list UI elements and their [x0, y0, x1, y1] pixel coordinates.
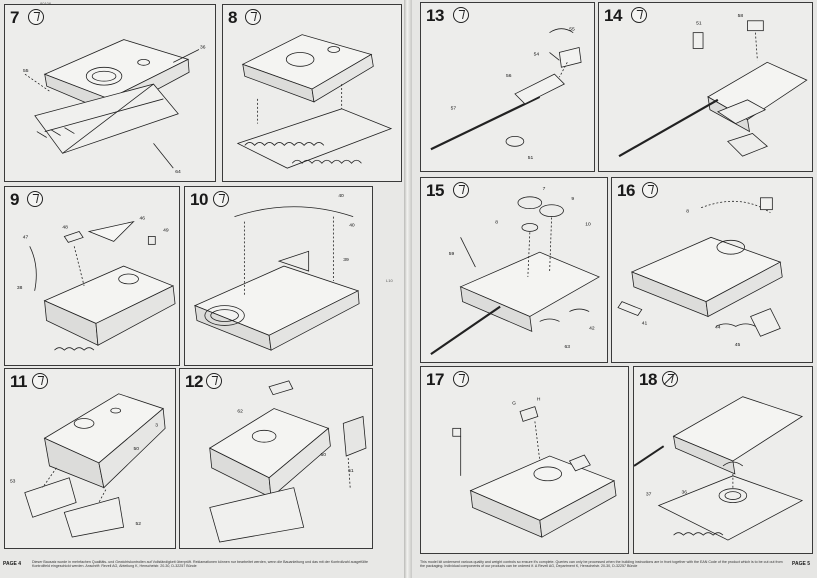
- glue-icon: [453, 7, 469, 23]
- part-label: H: [537, 397, 541, 403]
- part-label: 9: [571, 196, 574, 202]
- top-code: 80106: [40, 1, 51, 6]
- step-number: 14: [604, 6, 622, 25]
- step-number: 9: [10, 190, 19, 209]
- part-label: 58: [738, 13, 744, 19]
- page-number-left: PAGE 4: [3, 561, 21, 567]
- glue-icon: [28, 9, 44, 25]
- step-14-panel: 14 51 58: [598, 2, 813, 172]
- step-16-diagram: 8 41 44 45: [617, 197, 783, 348]
- step-8-panel: 8: [222, 4, 402, 182]
- step-17-diagram: G H: [452, 397, 617, 538]
- step-number: 13: [426, 6, 444, 25]
- footer-text-left: Dieser Bausatz wurde in mehrfachen Quali…: [32, 560, 369, 569]
- part-label: 7: [543, 186, 546, 192]
- part-label: 64: [175, 169, 181, 175]
- glue-icon: [642, 182, 658, 198]
- step-number: 11: [10, 372, 27, 391]
- step-9-panel: 9 47 48 46 49 38: [4, 186, 180, 366]
- part-label: 56: [506, 73, 512, 79]
- page-number-right: PAGE 5: [792, 561, 810, 567]
- part-label: 39: [343, 257, 349, 263]
- part-label: 59: [449, 251, 455, 257]
- step-13-panel: 13 55 54 56 57 51: [420, 2, 595, 172]
- side-code: L10: [386, 278, 393, 283]
- part-label: 36: [200, 45, 206, 51]
- part-label: 45: [735, 342, 741, 348]
- part-label: 54: [534, 51, 540, 57]
- part-label: 52: [135, 521, 141, 527]
- glue-icon: [453, 371, 469, 387]
- part-label: 44: [715, 324, 721, 330]
- part-label: 50: [133, 446, 139, 452]
- footer-text-right: This model kit underwent various quality…: [420, 560, 783, 569]
- part-label: 46: [139, 216, 145, 222]
- step-number: 18: [639, 370, 657, 389]
- step-number: 17: [426, 370, 444, 389]
- part-label: 57: [451, 106, 457, 112]
- part-label: 42: [589, 325, 595, 331]
- part-label: 55: [569, 27, 575, 33]
- part-label: 38: [17, 285, 23, 291]
- step-number: 12: [185, 372, 203, 391]
- step-number: 10: [190, 190, 208, 209]
- part-label: 48: [62, 225, 68, 231]
- part-label: 55: [23, 68, 29, 74]
- glue-icon: [631, 7, 647, 23]
- step-13-diagram: 55 54 56 57 51: [430, 27, 582, 161]
- part-label: 10: [585, 221, 591, 227]
- page-fold: [404, 0, 412, 578]
- part-label: 37: [646, 492, 652, 498]
- step-11-panel: 11 3 50 53 52: [4, 368, 176, 549]
- glue-icon: [206, 373, 222, 389]
- step-14-diagram: 51 58: [618, 13, 808, 158]
- step-12-panel: 12 62 60 61: [179, 368, 373, 549]
- step-15-panel: 15 7 9 8 10 59 42 63: [420, 177, 608, 363]
- step-18-panel: 18 37 36: [633, 366, 813, 554]
- glue-icon: [453, 182, 469, 198]
- step-number: 16: [617, 181, 635, 200]
- step-number: 15: [426, 181, 444, 200]
- part-label: 3: [155, 422, 158, 428]
- part-label: 41: [642, 320, 648, 326]
- step-number: 8: [228, 8, 237, 27]
- part-label: 63: [564, 344, 570, 350]
- no-glue-icon: [662, 371, 678, 387]
- step-7-panel: 7 36 55 64: [4, 4, 216, 182]
- part-label: 8: [686, 209, 689, 215]
- part-label: 36: [681, 490, 687, 496]
- glue-icon: [27, 191, 43, 207]
- part-label: 8: [495, 220, 498, 226]
- glue-icon: [213, 191, 229, 207]
- part-label: 60: [321, 452, 327, 458]
- part-label: 47: [23, 234, 29, 240]
- part-label: 40: [338, 193, 344, 199]
- step-10-panel: 10 40 40 39: [184, 186, 373, 366]
- part-label: 61: [348, 468, 354, 474]
- part-label: 51: [528, 155, 534, 161]
- step-7-diagram: 36 55 64: [23, 39, 206, 175]
- part-label: 62: [237, 409, 243, 415]
- part-label: 49: [163, 228, 169, 234]
- step-11-diagram: 3 50 53 52: [10, 393, 166, 538]
- glue-icon: [32, 373, 48, 389]
- part-label: 53: [10, 479, 16, 485]
- part-label: 51: [696, 21, 702, 27]
- step-16-panel: 16 8 41 44 45: [611, 177, 813, 363]
- step-18-diagram: 37 36: [634, 396, 804, 541]
- glue-icon: [245, 9, 261, 25]
- step-9-diagram: 47 48 46 49 38: [17, 216, 176, 351]
- step-12-diagram: 62 60 61: [208, 380, 367, 543]
- step-15-diagram: 7 9 8 10 59 42 63: [430, 186, 600, 355]
- part-label: 40: [349, 223, 355, 229]
- step-10-diagram: 40 40 39: [193, 193, 360, 351]
- step-number: 7: [10, 8, 19, 27]
- part-label: G: [512, 401, 516, 407]
- step-8-diagram: [236, 34, 393, 169]
- step-17-panel: 17 G H: [420, 366, 629, 554]
